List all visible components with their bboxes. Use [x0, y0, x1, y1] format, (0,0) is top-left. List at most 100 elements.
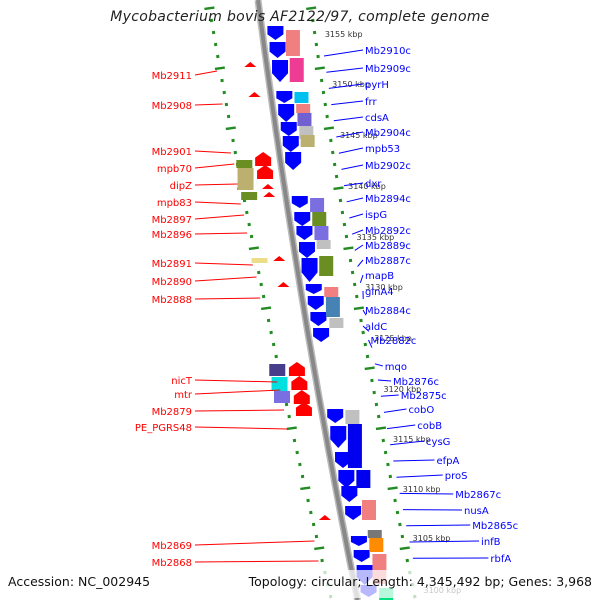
cog-box-reverse: [362, 500, 376, 520]
major-tick-outer: [333, 186, 344, 191]
minor-tick-inner: [209, 18, 214, 23]
minor-tick-inner: [211, 30, 216, 35]
reverse-gene-label: cobO: [408, 405, 434, 416]
minor-tick-outer: [381, 438, 385, 443]
forward-leader-line: [194, 297, 261, 300]
cog-box-reverse: [356, 470, 371, 488]
reverse-leader-line: [399, 492, 454, 495]
minor-tick-inner: [226, 114, 231, 119]
reverse-gene-arrow: [291, 196, 308, 208]
minor-tick-inner: [249, 234, 254, 239]
cog-box-reverse: [319, 256, 334, 276]
forward-leader-line: [194, 201, 241, 205]
reverse-gene-arrow: [285, 152, 302, 170]
forward-gene-label: PE_PGRS48: [135, 423, 192, 434]
tick-label: 3125 kbp: [374, 334, 412, 343]
reverse-gene-label: aldC: [365, 322, 387, 333]
minor-tick-inner: [292, 438, 297, 443]
minor-tick-outer: [363, 342, 368, 347]
minor-tick-inner: [320, 558, 324, 563]
minor-tick-outer: [325, 114, 329, 119]
tick-label: 3155 kbp: [325, 30, 363, 39]
forward-gene-label: nicT: [171, 376, 193, 387]
forward-gene-arrow: [255, 152, 272, 166]
forward-gene-arrow: [248, 92, 261, 97]
reverse-gene-label: Mb2910c: [365, 46, 411, 57]
minor-tick-outer: [314, 42, 319, 47]
cog-box-reverse: [347, 424, 362, 468]
forward-leader-line: [194, 409, 285, 412]
forward-leader-line: [194, 183, 238, 186]
forward-gene-label: Mb2896: [152, 230, 192, 241]
forward-gene-arrow: [244, 62, 257, 67]
cog-box-forward: [251, 258, 268, 263]
forward-leader-line: [194, 232, 248, 235]
reverse-gene-label: rbfA: [490, 554, 511, 565]
reverse-gene-label: Mb2884c: [365, 306, 411, 317]
reverse-leader-line: [354, 244, 364, 251]
minor-tick-inner: [247, 222, 251, 227]
reverse-leader-line: [331, 100, 364, 106]
major-tick-inner: [286, 426, 297, 431]
reverse-gene-arrow: [301, 258, 318, 282]
reverse-gene-arrow: [353, 550, 370, 562]
forward-leader-line: [194, 389, 281, 395]
reverse-gene-label: mpb53: [365, 144, 400, 155]
cog-box-reverse: [324, 287, 339, 297]
reverse-gene-arrow: [272, 60, 289, 82]
minor-tick-inner: [298, 462, 302, 467]
forward-leader-line: [194, 262, 253, 266]
major-tick-inner: [225, 126, 236, 131]
minor-tick-inner: [311, 522, 316, 527]
cog-box-reverse: [367, 530, 382, 538]
reverse-leader-line: [390, 440, 425, 446]
cog-box-reverse: [289, 58, 304, 82]
minor-tick-outer: [361, 330, 365, 335]
reverse-gene-arrow: [298, 242, 315, 258]
minor-tick-inner: [309, 510, 313, 515]
minor-tick-outer: [331, 150, 335, 155]
reverse-gene-arrow: [313, 328, 330, 342]
reverse-leader-line: [349, 213, 364, 219]
minor-tick-outer: [398, 522, 402, 527]
reverse-gene-label: glnA4: [365, 287, 394, 298]
reverse-leader-line: [362, 325, 370, 332]
reverse-leader-line: [386, 424, 416, 430]
reverse-gene-label: Mb2902c: [365, 161, 411, 172]
reverse-gene-arrow: [278, 104, 295, 122]
minor-tick-outer: [405, 558, 409, 563]
cog-box-reverse: [345, 410, 360, 424]
reverse-gene-arrow: [296, 226, 313, 240]
minor-tick-outer: [338, 198, 343, 203]
reverse-leader-line: [377, 379, 392, 382]
major-tick-inner: [314, 546, 325, 551]
reverse-gene-label: Mb2876c: [393, 377, 439, 388]
minor-tick-inner: [300, 474, 305, 479]
minor-tick-outer: [348, 258, 353, 263]
reverse-leader-line: [374, 363, 383, 367]
cog-box-forward: [237, 168, 254, 190]
minor-tick-outer: [344, 234, 349, 239]
forward-gene-label: mpb83: [157, 198, 192, 209]
tick-label: 3140 kbp: [348, 182, 386, 191]
reverse-gene-label: Mb2867c: [455, 490, 501, 501]
reverse-gene-label: Mb2894c: [365, 194, 411, 205]
minor-tick-inner: [224, 102, 229, 107]
reverse-gene-label: cdsA: [365, 113, 389, 124]
reverse-gene-label: proS: [445, 471, 468, 482]
reverse-leader-line: [396, 474, 443, 478]
major-tick-outer: [399, 546, 410, 551]
major-tick-outer: [306, 6, 317, 11]
forward-gene-arrow: [277, 282, 290, 287]
cog-box-reverse: [316, 240, 331, 249]
forward-leader-line: [194, 150, 232, 154]
cog-box-reverse: [314, 226, 329, 240]
forward-leader-line: [194, 70, 218, 76]
major-tick-inner: [204, 6, 215, 11]
reverse-gene-label: infB: [481, 537, 501, 548]
reverse-leader-line: [341, 164, 364, 170]
forward-gene-arrow: [273, 256, 286, 261]
forward-leader-line: [194, 560, 319, 563]
cog-box-reverse: [312, 212, 327, 226]
reverse-leader-line: [393, 459, 435, 462]
